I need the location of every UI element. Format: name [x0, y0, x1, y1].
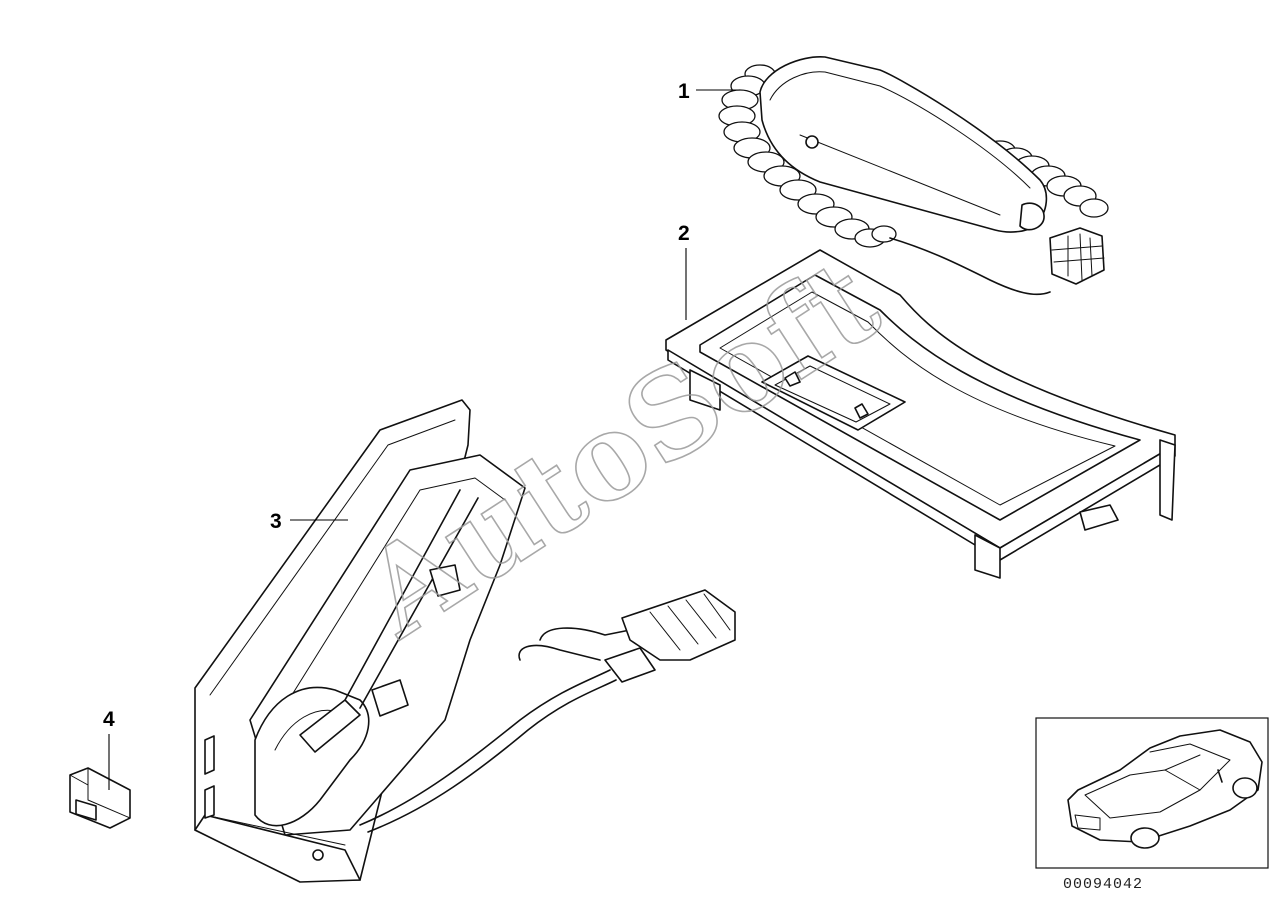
- coiled-cord: [718, 64, 1109, 248]
- callout-1: 1: [678, 80, 740, 103]
- cradle-bracket-icon[interactable]: [194, 399, 736, 883]
- callout-4: 4: [103, 708, 115, 790]
- callout-2: 2: [678, 222, 690, 320]
- diagram-number: 00094042: [1063, 876, 1143, 893]
- svg-text:1: 1: [678, 80, 690, 103]
- telephone-handset-icon[interactable]: [718, 56, 1109, 296]
- holder-clip-icon[interactable]: [69, 767, 131, 829]
- svg-text:2: 2: [678, 222, 690, 245]
- handset-tray-icon[interactable]: [665, 249, 1176, 579]
- svg-text:3: 3: [270, 510, 282, 533]
- svg-text:4: 4: [103, 708, 115, 731]
- callout-3: 3: [270, 510, 348, 533]
- harness-connector: [604, 589, 736, 683]
- handset-connector: [1049, 227, 1105, 285]
- car-thumbnail-icon: [1035, 717, 1269, 869]
